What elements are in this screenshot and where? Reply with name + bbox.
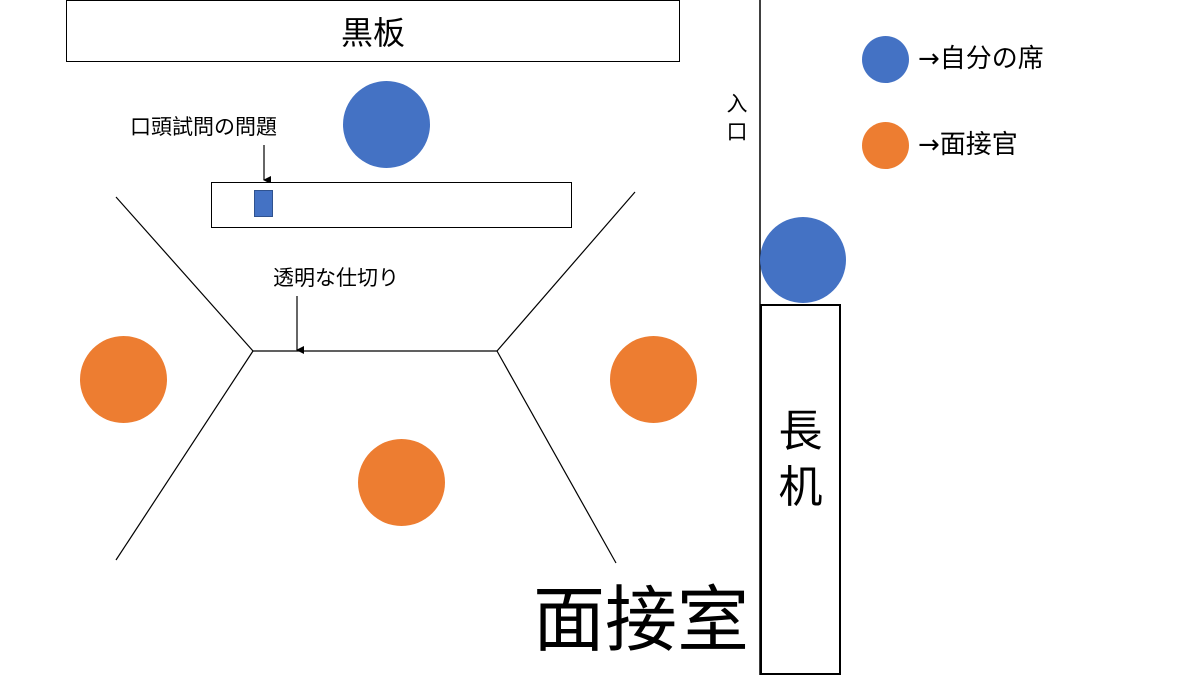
waiting-seat-circle — [760, 217, 846, 303]
interviewer-right-circle — [610, 336, 697, 423]
interviewer-center-circle — [358, 439, 445, 526]
partition-lower-right — [496, 350, 617, 564]
long-desk-char-1: 長 — [778, 406, 823, 457]
legend-interviewer-label: →面接官 — [918, 130, 1018, 160]
interview-desk — [211, 182, 572, 228]
legend-interviewer-swatch — [862, 122, 909, 169]
partition-upper-right — [496, 191, 636, 352]
question-paper — [254, 190, 273, 217]
entrance-label: 入 口 — [724, 90, 750, 146]
partition-label: 透明な仕切り — [273, 266, 399, 290]
own-seat-circle — [343, 81, 430, 168]
partition-upper-left — [115, 196, 254, 352]
room-label: 面接室 — [533, 578, 750, 662]
interviewer-left-circle — [80, 336, 167, 423]
long-desk-char-2: 机 — [778, 462, 823, 513]
legend-own-seat-swatch — [862, 36, 909, 83]
partition-lower-left — [115, 350, 254, 561]
question-label: 口頭試問の問題 — [130, 115, 277, 139]
entrance-char-2: 口 — [726, 120, 748, 144]
blackboard: 黒板 — [66, 0, 680, 62]
legend-own-seat-label: →自分の席 — [918, 44, 1044, 74]
entrance-char-1: 入 — [726, 92, 748, 116]
long-desk: 長 机 — [760, 304, 841, 675]
blackboard-label: 黒板 — [340, 14, 405, 52]
